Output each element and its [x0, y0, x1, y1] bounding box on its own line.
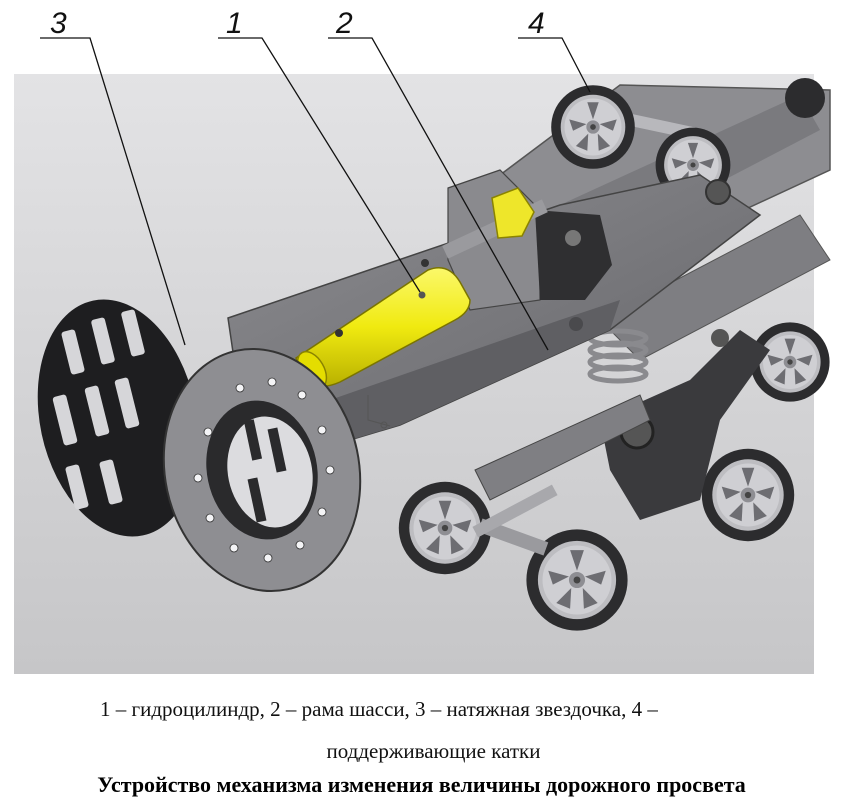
callout-3: 3 [50, 7, 67, 40]
support-rollers [551, 78, 825, 203]
mechanism-drawing: 3 1 2 4 [14, 7, 831, 674]
callout-2: 2 [335, 7, 353, 40]
legend-line-1: 1 – гидроцилиндр, 2 – рама шасси, 3 – на… [100, 697, 658, 721]
figure-caption: Устройство механизма изменения величины … [97, 772, 746, 797]
chassis-frame [227, 169, 762, 538]
hydraulic-cylinder [295, 187, 548, 390]
legend-line-2: поддерживающие катки [326, 739, 541, 763]
callout-1: 1 [226, 7, 243, 40]
tension-sprocket [37, 299, 362, 593]
callout-4: 4 [528, 7, 545, 40]
axis-indicator [367, 395, 391, 429]
spring [587, 328, 649, 384]
leader-lines [40, 37, 591, 351]
